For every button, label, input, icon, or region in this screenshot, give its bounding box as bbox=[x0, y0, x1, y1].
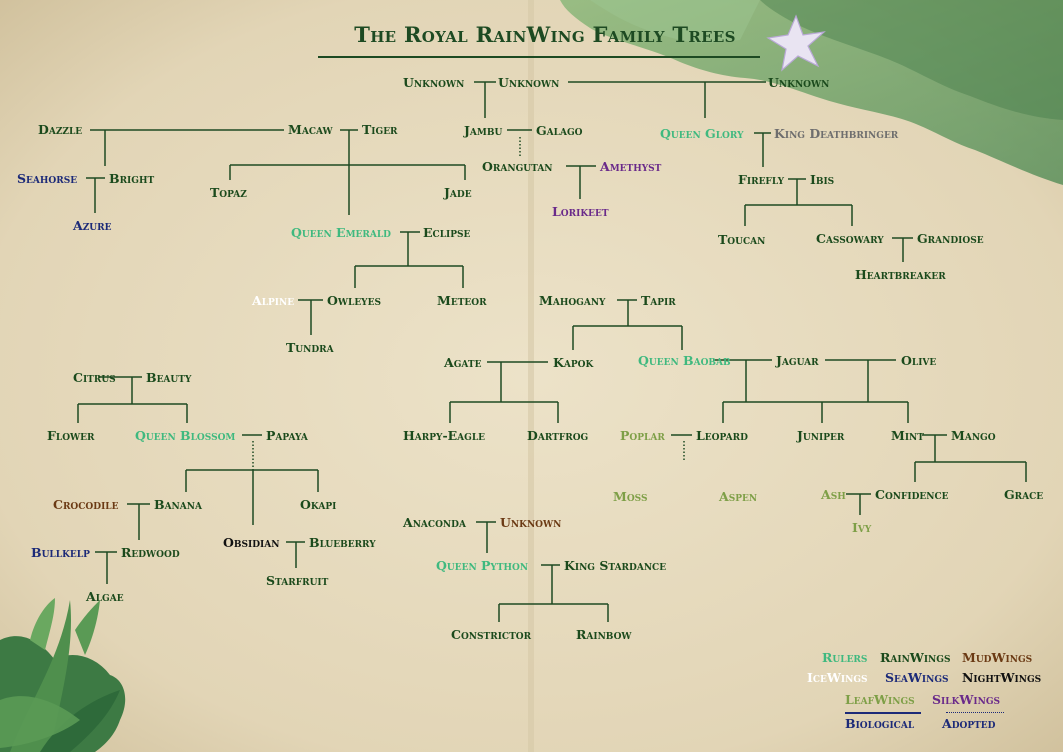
dragon-name-grandiose: Grandiose bbox=[917, 231, 984, 246]
dragon-name-u3: Unknown bbox=[768, 75, 830, 90]
dragon-name-kapok: Kapok bbox=[553, 355, 594, 370]
legend-leafwings: LeafWings bbox=[845, 692, 915, 707]
dragon-name-redwood: Redwood bbox=[121, 545, 180, 560]
legend-nightwings: NightWings bbox=[962, 670, 1042, 685]
dragon-name-toucan: Toucan bbox=[718, 232, 766, 247]
dragon-name-ivy: Ivy bbox=[852, 520, 872, 535]
dragon-name-topaz: Topaz bbox=[210, 185, 247, 200]
dragon-name-anaconda: Anaconda bbox=[403, 515, 466, 530]
dragon-name-baobab: Queen Baobab bbox=[638, 353, 731, 368]
dragon-name-moss: Moss bbox=[613, 489, 648, 504]
dragon-name-olive: Olive bbox=[901, 353, 937, 368]
dragon-name-heartbreaker: Heartbreaker bbox=[855, 267, 946, 282]
legend-adopted-line bbox=[946, 712, 1004, 713]
legend-seawings: SeaWings bbox=[885, 670, 949, 685]
dragon-name-glory: Queen Glory bbox=[660, 126, 744, 141]
dragon-name-orangutan: Orangutan bbox=[482, 159, 553, 174]
dragon-name-macaw: Macaw bbox=[288, 122, 333, 137]
legend-silkwings: SilkWings bbox=[932, 692, 1001, 707]
dragon-name-constrictor: Constrictor bbox=[451, 627, 532, 642]
dragon-name-citrus: Citrus bbox=[73, 370, 116, 385]
dragon-name-blossom: Queen Blossom bbox=[135, 428, 236, 443]
dragon-name-azure: Azure bbox=[73, 218, 112, 233]
dragon-name-lorikeet: Lorikeet bbox=[552, 204, 609, 219]
dragon-name-mint: Mint bbox=[891, 428, 924, 443]
dragon-name-juniper: Juniper bbox=[797, 428, 845, 443]
dragon-name-u2: Unknown bbox=[498, 75, 560, 90]
dragon-name-deathbringer: King Deathbringer bbox=[774, 126, 899, 141]
dragon-name-blueberry: Blueberry bbox=[309, 535, 376, 550]
dragon-name-bright: Bright bbox=[109, 171, 155, 186]
legend-biological-line bbox=[845, 712, 921, 714]
dragon-name-dazzle: Dazzle bbox=[38, 122, 83, 137]
legend-mudwings: MudWings bbox=[962, 650, 1033, 665]
dragon-name-tapir: Tapir bbox=[641, 293, 676, 308]
dragon-name-tundra: Tundra bbox=[286, 340, 334, 355]
dragon-name-okapi: Okapi bbox=[300, 497, 337, 512]
dragon-name-jambu: Jambu bbox=[464, 123, 503, 138]
legend-icewings: IceWings bbox=[807, 670, 868, 685]
star-icon bbox=[766, 14, 826, 72]
dragon-name-stardance: King Stardance bbox=[564, 558, 667, 573]
dragon-name-galago: Galago bbox=[536, 123, 583, 138]
dragon-name-mahogany: Mahogany bbox=[539, 293, 606, 308]
dragon-name-seahorse: Seahorse bbox=[17, 171, 78, 186]
dragon-name-amethyst: Amethyst bbox=[600, 159, 662, 174]
dragon-name-firefly: Firefly bbox=[738, 172, 784, 187]
dragon-name-grace: Grace bbox=[1004, 487, 1044, 502]
dragon-name-leopard: Leopard bbox=[696, 428, 748, 443]
legend-adopted: Adopted bbox=[942, 716, 996, 731]
dragon-name-rainbow: Rainbow bbox=[576, 627, 632, 642]
dragon-name-tiger: Tiger bbox=[362, 122, 398, 137]
dragon-name-jade: Jade bbox=[444, 185, 472, 200]
dragon-name-flower: Flower bbox=[47, 428, 95, 443]
green-watercolor-wash bbox=[560, 0, 1063, 185]
page-title: The Royal RainWing Family Trees bbox=[354, 22, 736, 47]
dragon-name-starfruit: Starfruit bbox=[266, 573, 329, 588]
dragon-name-agate: Agate bbox=[444, 355, 482, 370]
dragon-name-meteor: Meteor bbox=[437, 293, 487, 308]
dragon-name-confidence: Confidence bbox=[875, 487, 949, 502]
dragon-name-u1: Unknown bbox=[403, 75, 465, 90]
dragon-name-eclipse: Eclipse bbox=[423, 225, 471, 240]
legend-biological: Biological bbox=[845, 716, 915, 731]
dragon-name-ibis: Ibis bbox=[810, 172, 835, 187]
dragon-name-python: Queen Python bbox=[436, 558, 529, 573]
dragon-name-papaya: Papaya bbox=[266, 428, 308, 443]
dragon-name-poplar: Poplar bbox=[620, 428, 665, 443]
dragon-name-dartfrog: Dartfrog bbox=[527, 428, 589, 443]
dragon-name-ash: Ash bbox=[821, 487, 846, 502]
dragon-name-owleyes: Owleyes bbox=[327, 293, 381, 308]
legend-rulers: Rulers bbox=[822, 650, 868, 665]
legend-rainwings: RainWings bbox=[880, 650, 951, 665]
dragon-name-mango: Mango bbox=[951, 428, 996, 443]
title-underline bbox=[318, 56, 760, 58]
dragon-name-bullkelp: Bullkelp bbox=[31, 545, 90, 560]
dragon-name-aspen: Aspen bbox=[719, 489, 758, 504]
dragon-name-alpine: Alpine bbox=[252, 293, 295, 308]
dragon-name-crocodile: Crocodile bbox=[53, 497, 119, 512]
palm-leaf-icon bbox=[0, 598, 126, 752]
dragon-name-banana: Banana bbox=[154, 497, 202, 512]
dragon-name-cassowary: Cassowary bbox=[816, 231, 884, 246]
dragon-name-algae: Algae bbox=[86, 589, 124, 604]
dragon-name-obsidian: Obsidian bbox=[223, 535, 280, 550]
dragon-name-harpy: Harpy-Eagle bbox=[403, 428, 486, 443]
dragon-name-emerald: Queen Emerald bbox=[291, 225, 391, 240]
dragon-name-jaguar: Jaguar bbox=[776, 353, 819, 368]
dragon-name-u4: Unknown bbox=[500, 515, 562, 530]
dragon-name-beauty: Beauty bbox=[146, 370, 192, 385]
